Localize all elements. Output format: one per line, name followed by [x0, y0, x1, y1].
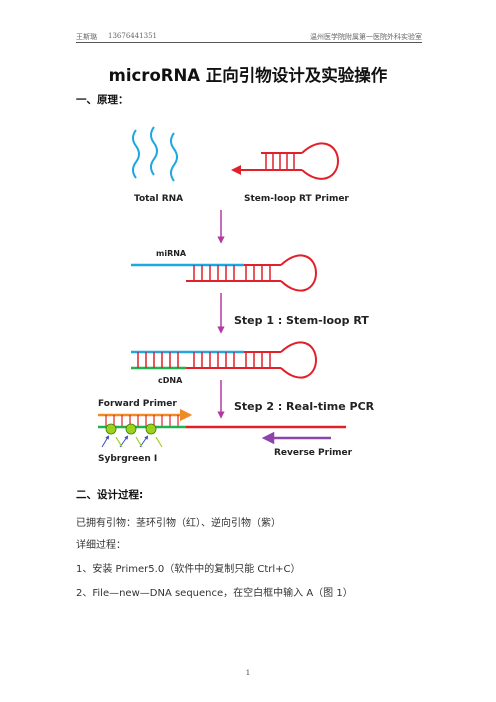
- paragraph-step-2: 2、File—new—DNA sequence，在空白框中输入 A（图 1）: [76, 588, 353, 599]
- paragraph-existing-primers: 已拥有引物：茎环引物（红）、逆向引物（紫）: [76, 518, 281, 529]
- label-step2: Step 2 : Real-time PCR: [234, 400, 375, 413]
- label-mirna: miRNA: [156, 249, 187, 258]
- header-phone: 13676441351: [108, 32, 157, 40]
- stem-loop-primer: [231, 142, 340, 180]
- label-reverse-primer: Reverse Primer: [274, 448, 353, 458]
- header-rule: [76, 42, 422, 43]
- sybrgreen-dye: [101, 423, 163, 448]
- label-total-rna: Total RNA: [134, 194, 183, 204]
- section-heading-principle: 一、原理：: [76, 94, 129, 106]
- total-rna-strands: [132, 126, 178, 182]
- section-heading-design: 二、设计过程:: [76, 489, 144, 501]
- label-step1: Step 1 : Stem-loop RT: [234, 314, 369, 327]
- paragraph-detailed-process: 详细过程：: [76, 540, 126, 551]
- document-title: microRNA 正向引物设计及实验操作: [108, 66, 388, 85]
- label-stem-loop-primer: Stem-loop RT Primer: [244, 194, 349, 204]
- label-cdna: cDNA: [158, 376, 183, 385]
- page-header: 王斯璐 13676441351 温州医学院附属第一医院外科实验室: [76, 28, 422, 42]
- header-organization: 温州医学院附属第一医院外科实验室: [310, 33, 422, 41]
- label-sybrgreen: Sybrgreen I: [98, 454, 157, 464]
- stem-loop-rt-pcr-diagram: Total RNA Stem-loop RT Primer miRNA Step…: [98, 126, 375, 464]
- cdna-primer: [137, 341, 318, 379]
- paragraph-step-1: 1、安装 Primer5.0（软件中的复制只能 Ctrl+C）: [76, 564, 301, 575]
- header-author: 王斯璐: [76, 33, 97, 41]
- forward-primer-bonds: [105, 415, 179, 427]
- annealed-primer: [186, 254, 318, 292]
- label-forward-primer: Forward Primer: [98, 399, 177, 409]
- page-number: 1: [245, 669, 251, 677]
